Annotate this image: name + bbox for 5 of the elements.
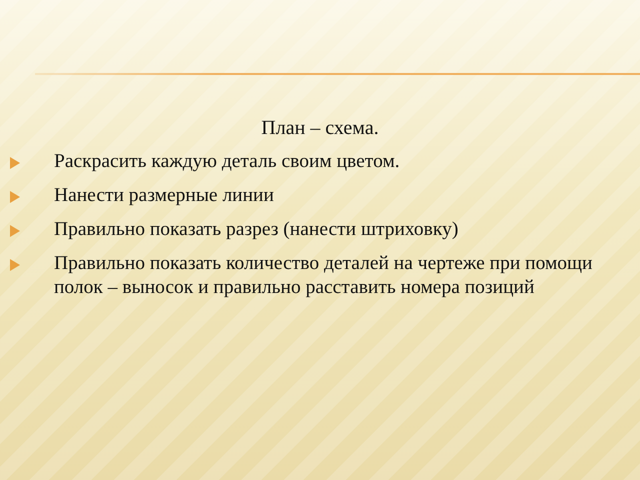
bullet-text: Правильно показать разрез (нанести штриховку) <box>54 219 458 240</box>
bullet-text: Раскрасить каждую деталь своим цветом. <box>54 151 400 172</box>
bullet-text: Правильно показать количество деталей на чертеже при помощи полок – выносок и правильно расставить номера позиций <box>54 253 592 298</box>
slide-title: План – схема. <box>260 117 380 140</box>
bullet-text: Нанести размерные линии <box>54 185 274 206</box>
